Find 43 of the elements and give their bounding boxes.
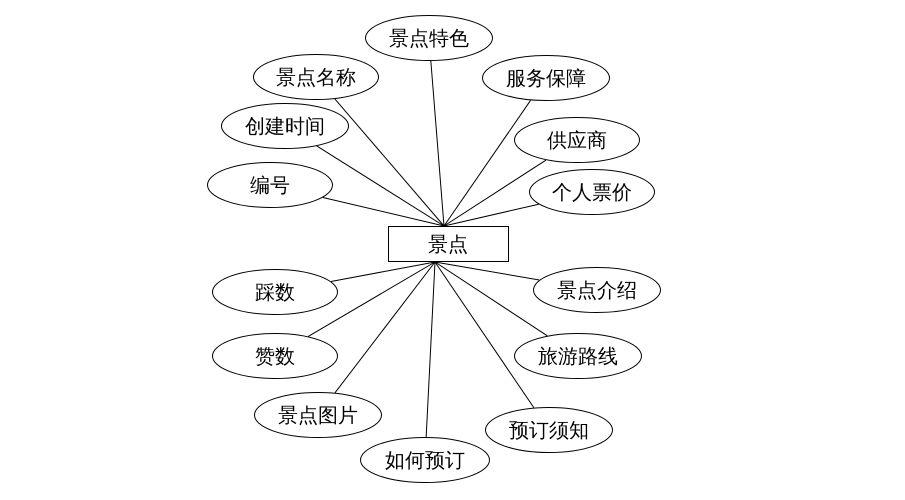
- attribute-ellipse: [254, 392, 382, 438]
- entity-box: [388, 226, 508, 262]
- connector-line: [334, 262, 436, 394]
- connector-line: [434, 262, 534, 408]
- attribute-ellipse: [253, 54, 379, 100]
- connector-line: [322, 196, 444, 226]
- attribute-label: 景点介绍: [557, 278, 637, 304]
- attribute-label: 踩数: [255, 280, 295, 306]
- attribute-ellipse: [529, 169, 655, 215]
- attribute-ellipse: [485, 407, 613, 453]
- attribute-label: 创建时间: [245, 114, 325, 140]
- connector-line: [308, 262, 436, 337]
- attribute-label: 赞数: [255, 344, 295, 370]
- attribute-ellipse: [482, 55, 610, 101]
- attribute-label: 旅游路线: [538, 344, 618, 370]
- attribute-ellipse: [365, 15, 493, 61]
- attribute-ellipse: [212, 269, 338, 315]
- entity-label: 景点: [428, 232, 468, 258]
- attribute-label: 景点图片: [278, 404, 358, 428]
- attribute-label: 如何预订: [385, 448, 465, 474]
- connector-line: [444, 160, 547, 226]
- attribute-ellipse: [212, 333, 338, 379]
- attribute-ellipse: [533, 267, 661, 313]
- connector-line: [430, 60, 444, 226]
- connector-line: [426, 262, 436, 438]
- attribute-ellipse: [514, 117, 640, 163]
- attribute-label: 景点名称: [276, 66, 356, 90]
- connector-line: [444, 100, 532, 226]
- connector-line: [330, 262, 436, 282]
- connector-line: [434, 262, 540, 281]
- attribute-ellipse: [360, 437, 490, 483]
- connector-line: [316, 145, 444, 226]
- attribute-label: 编号: [250, 174, 290, 198]
- attribute-label: 预订须知: [509, 418, 589, 444]
- connector-line: [434, 262, 548, 336]
- connector-line: [444, 204, 540, 226]
- attribute-ellipse: [207, 162, 333, 208]
- attribute-label: 供应商: [547, 128, 607, 154]
- attribute-ellipse: [221, 103, 349, 149]
- attribute-label: 景点特色: [389, 26, 469, 52]
- attribute-ellipse: [514, 333, 642, 379]
- attribute-label: 个人票价: [552, 180, 632, 206]
- attribute-label: 服务保障: [506, 66, 586, 92]
